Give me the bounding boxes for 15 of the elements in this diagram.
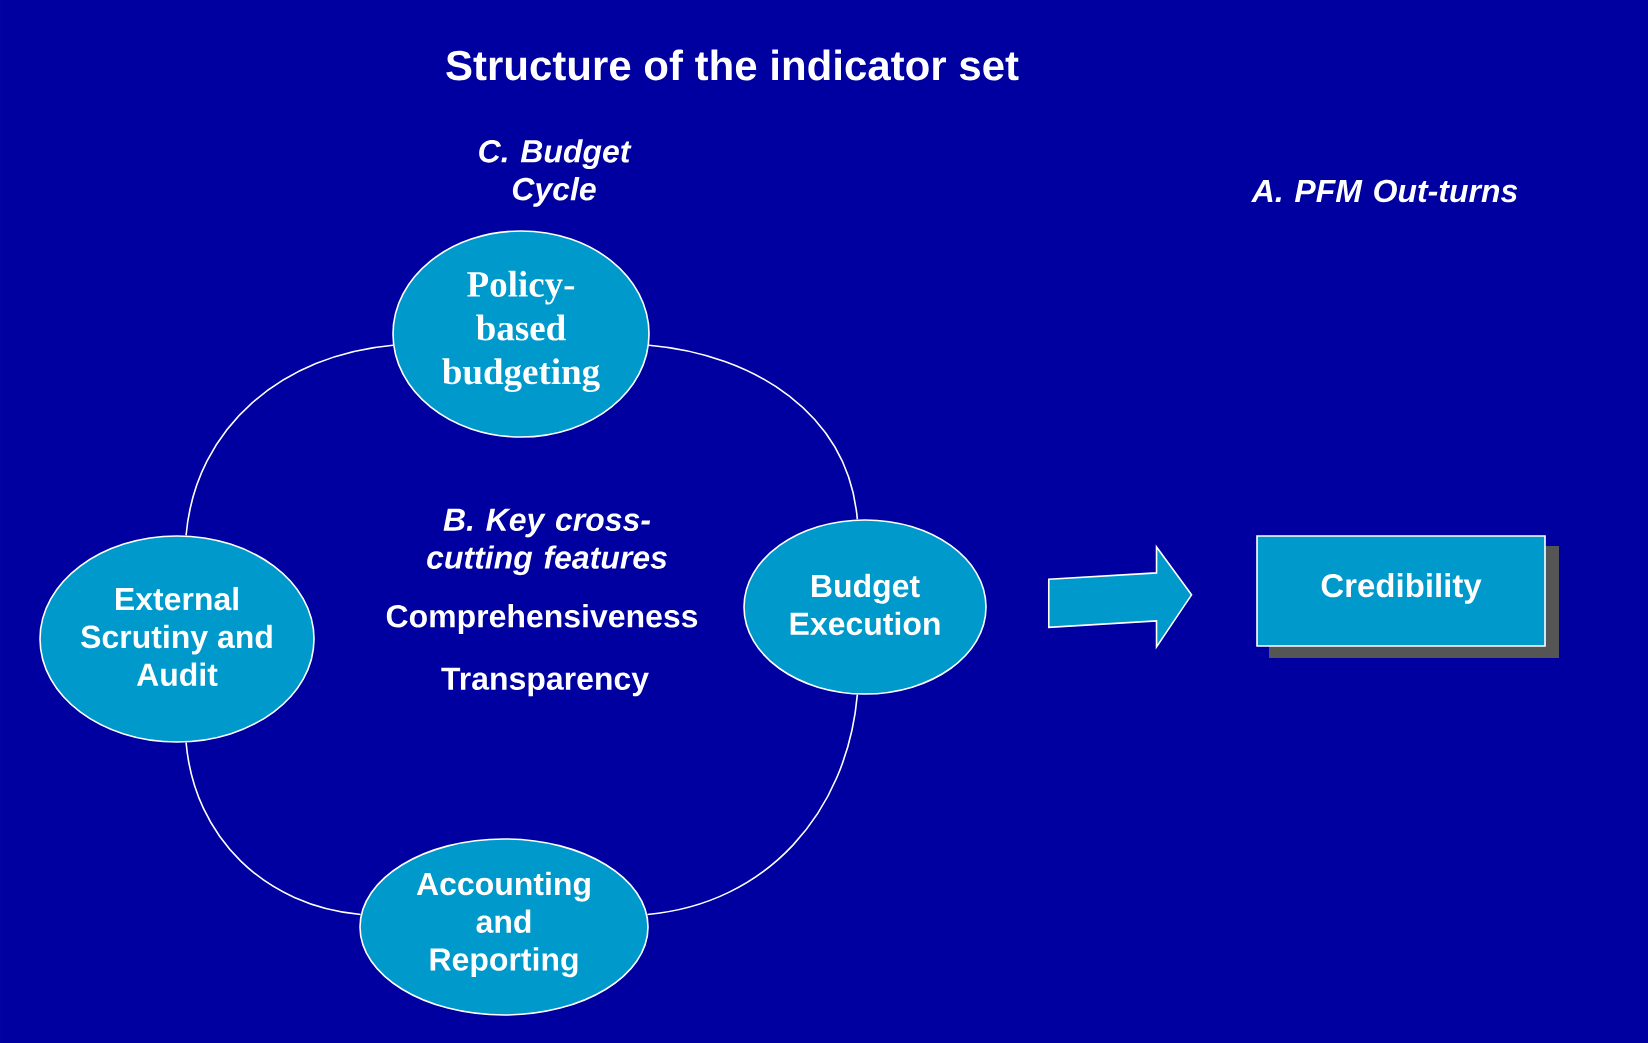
title: Structure of the indicator set [446, 49, 1019, 81]
ring-arc [646, 693, 859, 916]
ring-arc [648, 344, 859, 521]
ellipse-node: Accounting and Reporting [359, 838, 649, 1016]
ring-arc [185, 741, 362, 916]
ring-arc [185, 344, 394, 537]
ellipse-node: Policy-based budgeting [392, 230, 650, 438]
ellipse-node: Budget Execution [743, 519, 987, 695]
shadowed-box: Credibility [1256, 535, 1559, 658]
section-heading: B. Key cross-cutting features [427, 508, 667, 576]
feature-label: Comprehensiveness [386, 604, 698, 634]
block-arrow [1047, 544, 1193, 650]
section-heading: A. PFM Out-turns [1251, 179, 1518, 203]
ellipse-node: External Scrutiny and Audit [39, 535, 315, 743]
feature-label: Transparency [441, 667, 649, 697]
